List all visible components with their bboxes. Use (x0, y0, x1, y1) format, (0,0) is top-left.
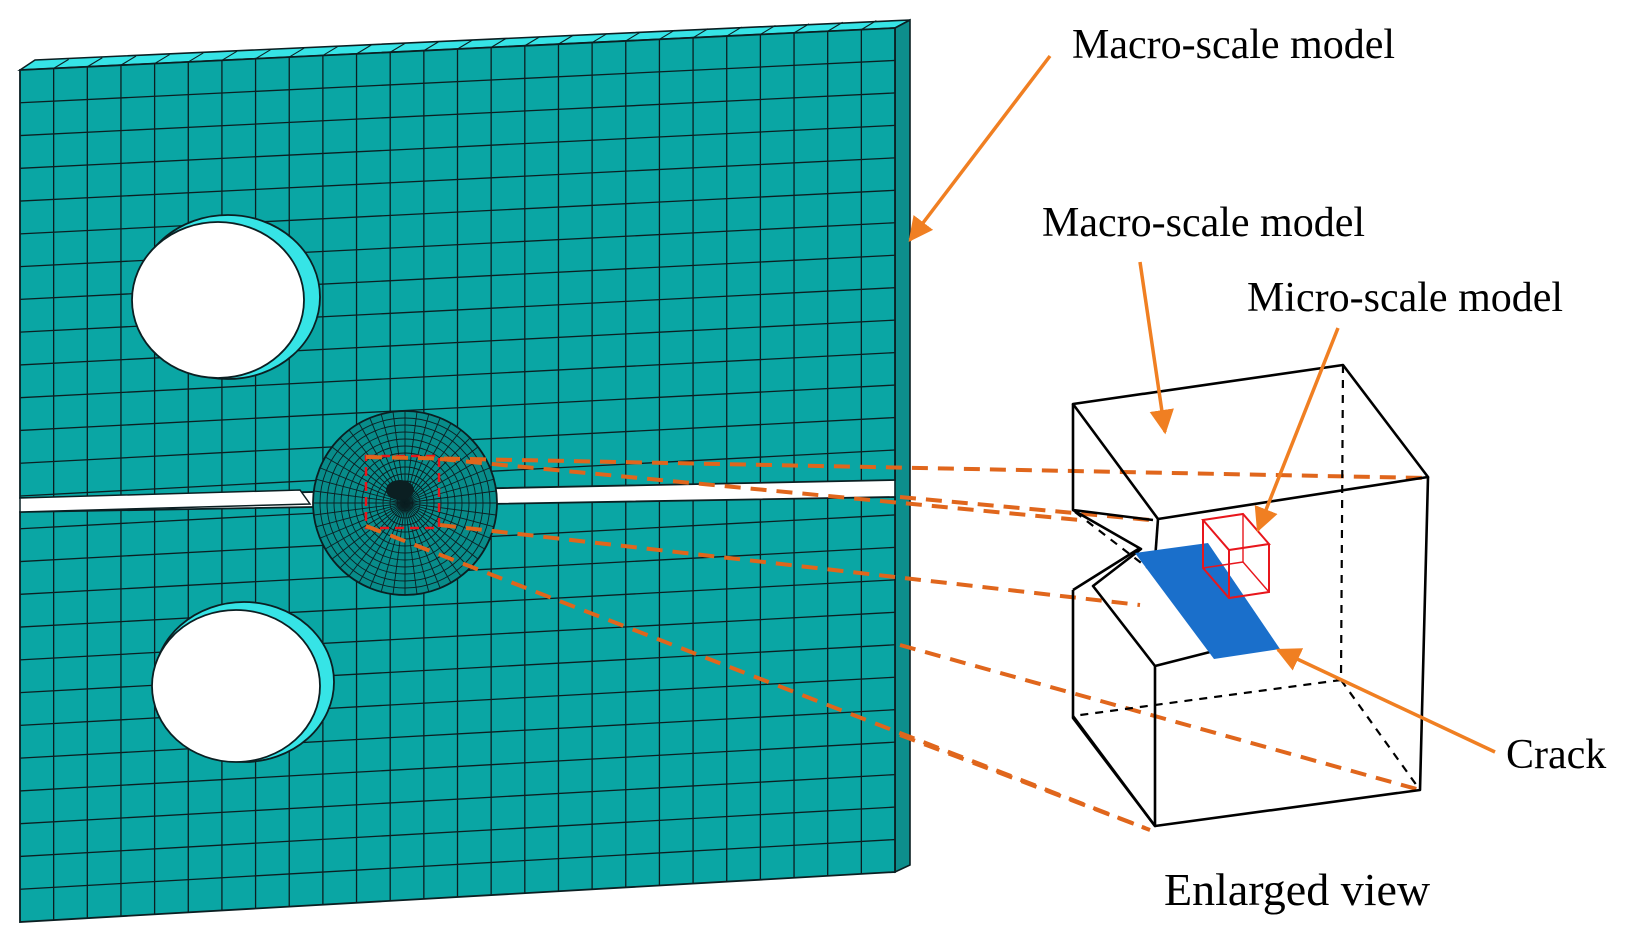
mesh-spoke (368, 502, 406, 591)
mesh-edge-line (793, 23, 810, 34)
mesh-edge-line (53, 58, 69, 69)
lower-hole (151, 601, 335, 763)
mesh-edge-line (87, 57, 103, 68)
arrow-icon (908, 54, 1052, 242)
mesh-line (20, 59, 895, 104)
mesh-spoke (329, 502, 406, 562)
mesh-edge-line (625, 31, 642, 42)
enlarged-block (1071, 363, 1430, 828)
plate-right-edge (894, 18, 911, 874)
label-macro-scale-enlarged: Macro-scale model (1042, 200, 1365, 246)
mesh-spoke (379, 502, 406, 595)
mesh-spoke (404, 502, 418, 595)
mesh-line (20, 579, 895, 628)
label-crack: Crack (1506, 732, 1606, 778)
hidden-edges (1072, 364, 1421, 791)
label-enlarged-view: Enlarged view (1164, 864, 1431, 915)
mesh-line (20, 124, 895, 169)
mesh-spoke (404, 502, 473, 571)
mesh-edge-line (322, 45, 339, 56)
mesh-spoke (357, 502, 406, 586)
mesh-spoke (404, 427, 464, 504)
mesh-edge-line (457, 39, 473, 50)
mesh-spoke (313, 502, 406, 529)
mesh-edge-line (255, 49, 271, 60)
mesh-spoke (404, 444, 481, 504)
leader-arrows (908, 54, 1496, 754)
mesh-edge-line (692, 28, 709, 39)
mesh-edge-line (726, 26, 743, 37)
mesh-line (20, 838, 895, 890)
mesh-edge-line (154, 54, 170, 65)
mesh-edge-line (827, 21, 843, 32)
block-right-edge (1154, 476, 1430, 828)
mesh-spoke (404, 502, 431, 595)
mesh-edge-line (120, 55, 137, 66)
mesh-spoke (404, 477, 497, 504)
mesh-spoke (404, 502, 497, 529)
mesh-spoke (404, 490, 497, 504)
mesh-spoke (346, 502, 406, 579)
micro-scale-cube (1201, 512, 1271, 600)
mesh-spoke (404, 502, 464, 579)
arrow-icon (1275, 648, 1496, 754)
block-notch-edges (1072, 508, 1157, 667)
mesh-spoke (337, 502, 406, 571)
mesh-spoke (392, 502, 406, 595)
macro-plate (17, 18, 911, 923)
mesh-line (20, 806, 895, 858)
label-micro-scale: Micro-scale model (1247, 275, 1563, 321)
mesh-spoke (317, 502, 406, 540)
mesh-edge-line (861, 20, 877, 31)
mesh-spoke (322, 502, 406, 551)
mesh-edge-line (288, 47, 305, 58)
mesh-spoke (313, 502, 406, 516)
mesh-line (20, 189, 895, 235)
upper-hole (131, 214, 321, 380)
mesh-line (20, 351, 895, 399)
mesh-edge-line (356, 44, 372, 55)
mesh-line (20, 384, 895, 432)
mesh-line (20, 773, 895, 825)
mesh-line (20, 709, 895, 759)
mesh-line (20, 741, 895, 792)
plate-notch (19, 489, 312, 513)
mesh-spoke (313, 477, 406, 504)
mesh-edge-line (423, 41, 440, 52)
block-top-face (1071, 363, 1430, 521)
mesh-spoke (404, 466, 493, 504)
mesh-spoke (404, 502, 497, 516)
mesh-edge-line (187, 52, 204, 63)
arrow-icon (1138, 261, 1174, 435)
mesh-edge-line (389, 42, 406, 53)
mesh-edge-line (524, 36, 541, 47)
mesh-edge-line (490, 37, 507, 48)
mesh-edge-line (659, 29, 675, 40)
arrow-icon (1254, 327, 1340, 533)
mesh-spoke (404, 435, 473, 504)
mesh-edge-line (221, 50, 238, 61)
mesh-edge-line (591, 33, 608, 44)
mesh-edge-line (558, 34, 574, 45)
crack-plane (1135, 543, 1280, 659)
mesh-edge-line (760, 24, 776, 35)
mesh-spoke (404, 502, 453, 586)
mesh-spoke (313, 490, 406, 504)
mesh-line (20, 92, 895, 137)
mesh-line (20, 157, 895, 202)
projection-lines (365, 455, 1426, 832)
label-macro-scale-main: Macro-scale model (1072, 22, 1395, 68)
mesh-spoke (404, 502, 493, 540)
mesh-spoke (404, 502, 481, 562)
